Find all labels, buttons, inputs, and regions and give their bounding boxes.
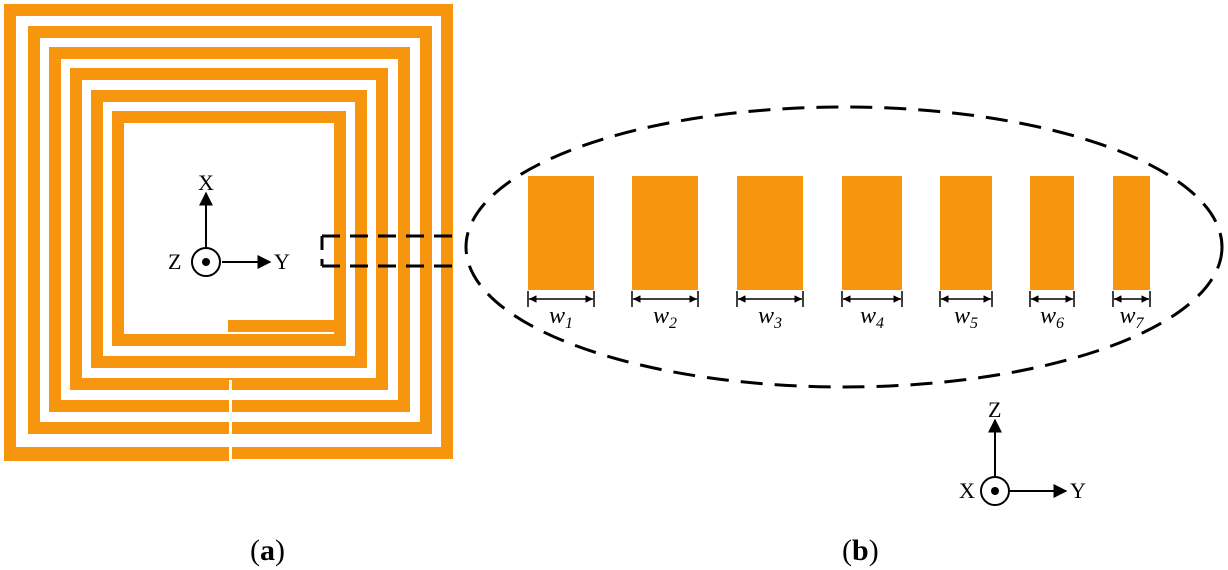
spiral-turn-5-bottom	[91, 356, 367, 368]
spiral-turn-3-top	[49, 47, 410, 59]
panel-a-spiral-top-view: X Y Z (a)	[4, 4, 453, 567]
width-label-base-3: w	[758, 303, 774, 329]
spiral-turn-1-right	[441, 4, 453, 459]
panel-b-coordinate-axes: Z Y X	[959, 397, 1086, 506]
conductor-strip-5	[940, 176, 992, 290]
spiral-turn-2-left	[28, 26, 40, 434]
z-axis-dot-icon	[202, 258, 210, 266]
spiral-turn-6-right	[334, 111, 346, 346]
x-axis-dot-icon	[991, 487, 999, 495]
spiral-turn-5-left	[91, 90, 103, 368]
spiral-turn-1-top	[4, 4, 453, 16]
spiral-turn-4-top	[70, 68, 388, 80]
spiral-turn-6-left	[112, 111, 124, 346]
spiral-turn-5-top	[91, 90, 367, 102]
width-label-base-1: w	[549, 303, 565, 329]
conductor-strip-3	[737, 176, 803, 290]
spiral-turn-6-top	[112, 111, 346, 123]
square-spiral-coil	[4, 4, 453, 462]
spiral-inner-terminal	[228, 320, 346, 332]
conductor-strip-7	[1113, 176, 1150, 290]
width-label-sub-5: 5	[970, 315, 978, 332]
width-label-6: w6	[1040, 303, 1064, 332]
panel-b-caption: (b)	[842, 534, 879, 567]
width-label-base-2: w	[653, 303, 669, 329]
width-label-1: w1	[549, 303, 573, 332]
zoom-ellipse	[464, 105, 1224, 389]
width-label-7: w7	[1119, 303, 1144, 332]
width-label-sub-3: 3	[773, 315, 782, 332]
width-label-sub-6: 6	[1056, 315, 1064, 332]
width-label-base-6: w	[1040, 303, 1056, 329]
width-label-2: w2	[653, 303, 677, 332]
spiral-turn-4-left	[70, 68, 82, 390]
conductor-strip-6	[1030, 176, 1074, 290]
width-label-3: w3	[758, 303, 782, 332]
y-axis-label: Y	[274, 249, 290, 274]
z-axis-label-b: Z	[988, 397, 1001, 422]
width-label-sub-4: 4	[876, 315, 884, 332]
width-label-sub-1: 1	[565, 315, 573, 332]
spiral-turn-3-right	[398, 47, 410, 412]
spiral-turn-4-right	[376, 68, 388, 390]
conductor-strip-1	[528, 176, 594, 290]
spiral-turn-3-left	[49, 47, 61, 412]
width-label-base-4: w	[860, 303, 876, 329]
spiral-outer-terminal	[4, 449, 229, 461]
spiral-lead-gap	[229, 380, 232, 462]
width-label-4: w4	[860, 303, 884, 332]
spiral-turn-1-left	[4, 4, 16, 459]
width-label-sub-7: 7	[1136, 315, 1145, 332]
width-label-sub-2: 2	[669, 315, 677, 332]
spiral-turn-6-bottom	[112, 334, 346, 346]
zoom-callout	[320, 105, 1224, 389]
z-axis-label: Z	[168, 249, 181, 274]
x-axis-label-b: X	[959, 478, 975, 503]
spiral-turn-2-right	[420, 26, 432, 434]
conductor-strip-2	[632, 176, 698, 290]
y-axis-label-b: Y	[1070, 478, 1086, 503]
spiral-turn-2-top	[28, 26, 432, 38]
width-label-5: w5	[954, 303, 978, 332]
panel-a-caption: (a)	[250, 534, 285, 567]
width-label-base-7: w	[1119, 303, 1135, 329]
panel-a-coordinate-axes: X Y Z	[168, 170, 290, 277]
width-label-base-5: w	[954, 303, 970, 329]
x-axis-label: X	[198, 170, 214, 195]
spiral-turn-5-right	[355, 90, 367, 368]
conductor-strip-4	[842, 176, 902, 290]
